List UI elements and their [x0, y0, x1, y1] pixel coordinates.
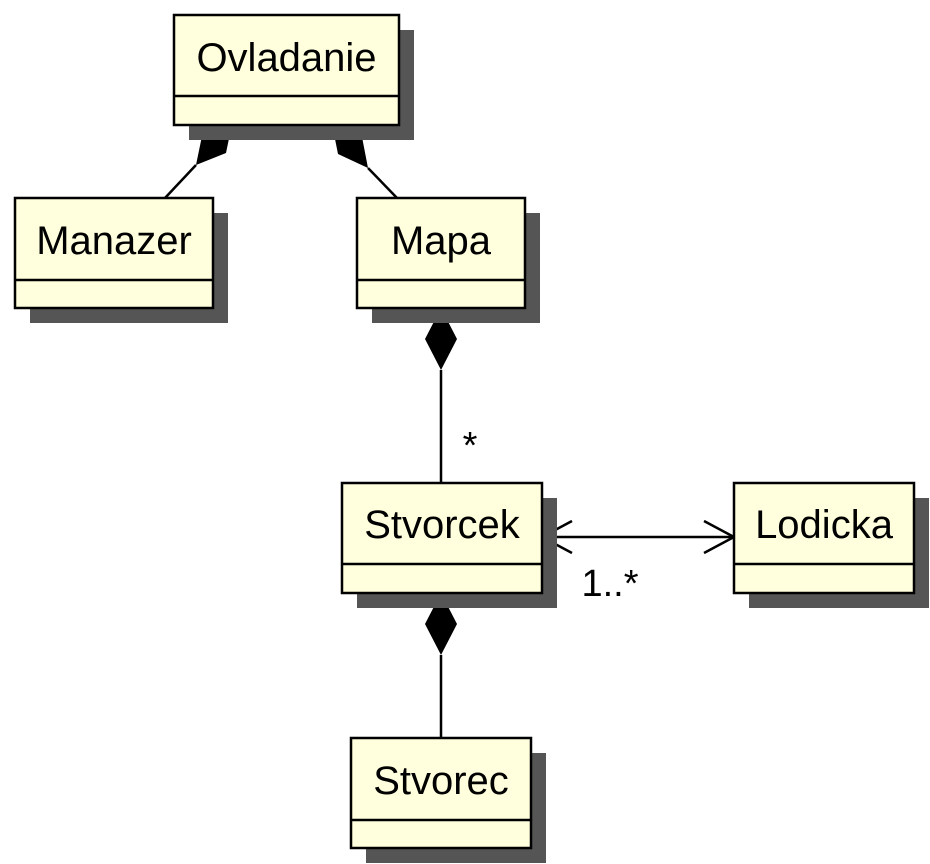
association-mapa-stvorcek: [425, 308, 457, 483]
composition-diamond-icon: [425, 593, 457, 655]
multiplicity-stvorcek-lodicka: 1..*: [581, 563, 638, 605]
class-name: Mapa: [391, 219, 492, 263]
class-name: Ovladanie: [196, 36, 376, 80]
composition-diamond-icon: [425, 308, 457, 370]
class-mapa[interactable]: Mapa: [355, 196, 540, 323]
class-stvorcek[interactable]: Stvorcek: [340, 481, 557, 608]
class-name: Manazer: [36, 219, 192, 263]
class-name: Lodicka: [755, 503, 894, 547]
association-stvorcek-lodicka: [539, 519, 737, 555]
class-ovladanie[interactable]: Ovladanie: [172, 13, 414, 140]
multiplicity-mapa-stvorcek: *: [463, 425, 478, 467]
class-name: Stvorec: [373, 759, 509, 803]
class-name: Stvorcek: [364, 503, 521, 547]
class-stvorec[interactable]: Stvorec: [349, 736, 546, 863]
class-lodicka[interactable]: Lodicka: [732, 481, 929, 608]
association-stvorcek-stvorec: [425, 593, 457, 738]
class-manazer[interactable]: Manazer: [13, 196, 228, 323]
